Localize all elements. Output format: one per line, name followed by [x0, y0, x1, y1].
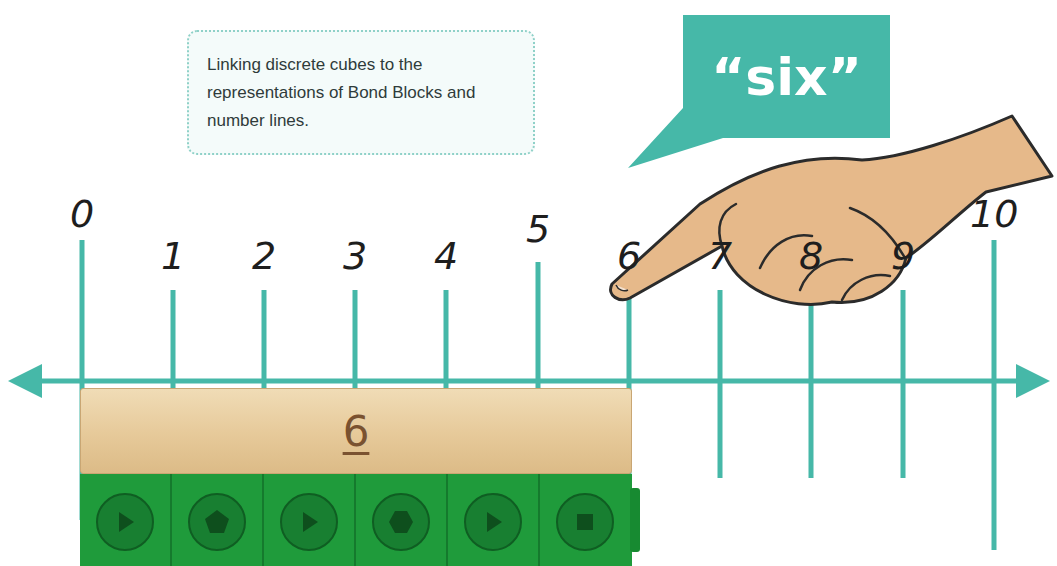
tick-number: 1 — [161, 237, 185, 275]
tick-number: 10 — [970, 195, 1018, 233]
bubble-outline — [628, 15, 890, 168]
note-box: Linking discrete cubes to the representa… — [187, 30, 535, 155]
speech-bubble: “six” — [683, 15, 890, 138]
tick-number: 9 — [891, 237, 915, 275]
tick-number: 4 — [434, 237, 458, 275]
speech-text: “six” — [711, 47, 862, 107]
tick-number: 6 — [617, 237, 641, 275]
tick-number: 2 — [252, 237, 276, 275]
tick-number: 8 — [799, 237, 823, 275]
bond-block: 6 — [80, 388, 632, 474]
note-text: Linking discrete cubes to the representa… — [207, 51, 515, 135]
tick-number: 5 — [526, 210, 550, 248]
tick-number: 0 — [70, 195, 94, 233]
tick-number: 3 — [343, 237, 367, 275]
block-number: 6 — [343, 407, 370, 456]
tick-number: 7 — [708, 237, 732, 275]
